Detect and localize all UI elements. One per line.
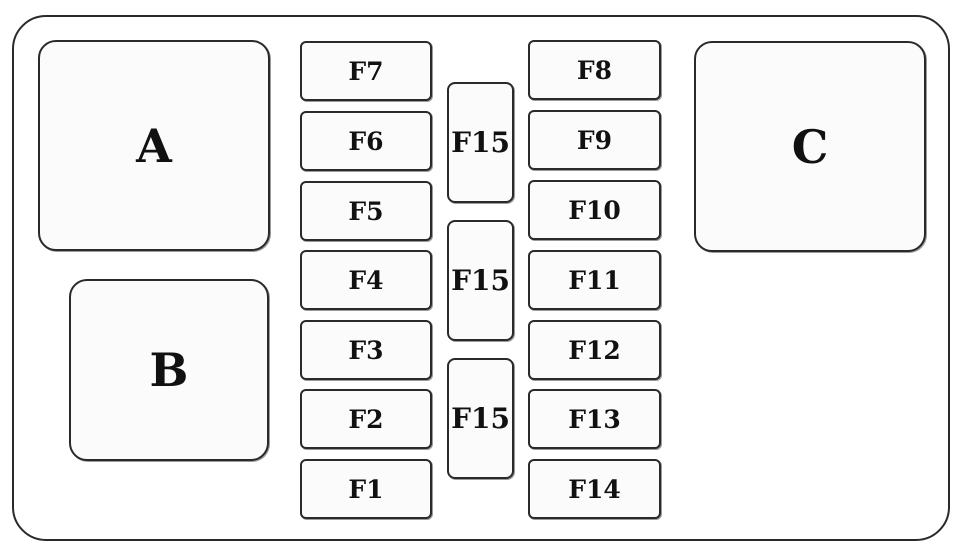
relay-a-label: A [136, 118, 172, 173]
fuse-f11: F11 [528, 250, 661, 310]
fuse-f4-label: F4 [348, 265, 384, 295]
fuse-f15-top: F15 [447, 82, 514, 203]
fuse-f5: F5 [300, 181, 432, 241]
fuse-f11-label: F11 [568, 265, 621, 295]
fuse-f7-label: F7 [348, 56, 384, 86]
fuse-f8-label: F8 [576, 55, 613, 85]
fuse-f3: F3 [300, 320, 432, 380]
fuse-f6: F6 [300, 111, 432, 171]
relay-b-label: B [149, 343, 189, 397]
fuse-f14-label: F14 [568, 474, 621, 504]
fuse-f6-label: F6 [348, 126, 384, 156]
relay-b: B [69, 279, 269, 461]
fuse-f2: F2 [300, 389, 432, 449]
fuse-f4: F4 [300, 250, 432, 310]
fuse-f10-label: F10 [568, 195, 621, 225]
fuse-f1: F1 [300, 459, 432, 519]
fuse-f2-label: F2 [348, 404, 384, 434]
fuse-f13: F13 [528, 389, 661, 449]
relay-a: A [38, 40, 270, 251]
fuse-f14: F14 [528, 459, 661, 519]
fuse-f15-middle: F15 [447, 220, 514, 341]
fuse-f1-label: F1 [348, 474, 384, 504]
relay-c-label: C [791, 119, 829, 174]
fuse-f15-bottom-label: F15 [451, 402, 510, 435]
fuse-f9-label: F9 [576, 125, 613, 155]
relay-c: C [694, 41, 926, 252]
fuse-f3-label: F3 [348, 335, 384, 365]
fuse-f15-top-label: F15 [451, 126, 510, 159]
fuse-f8: F8 [528, 40, 661, 100]
fuse-f5-label: F5 [348, 196, 384, 226]
fuse-f15-middle-label: F15 [451, 264, 510, 297]
fuse-f9: F9 [528, 110, 661, 170]
fuse-f13-label: F13 [568, 404, 621, 434]
fuse-f12-label: F12 [568, 335, 621, 365]
fuse-f10: F10 [528, 180, 661, 240]
fuse-f7: F7 [300, 41, 432, 101]
fuse-f12: F12 [528, 320, 661, 380]
fuse-f15-bottom: F15 [447, 358, 514, 479]
